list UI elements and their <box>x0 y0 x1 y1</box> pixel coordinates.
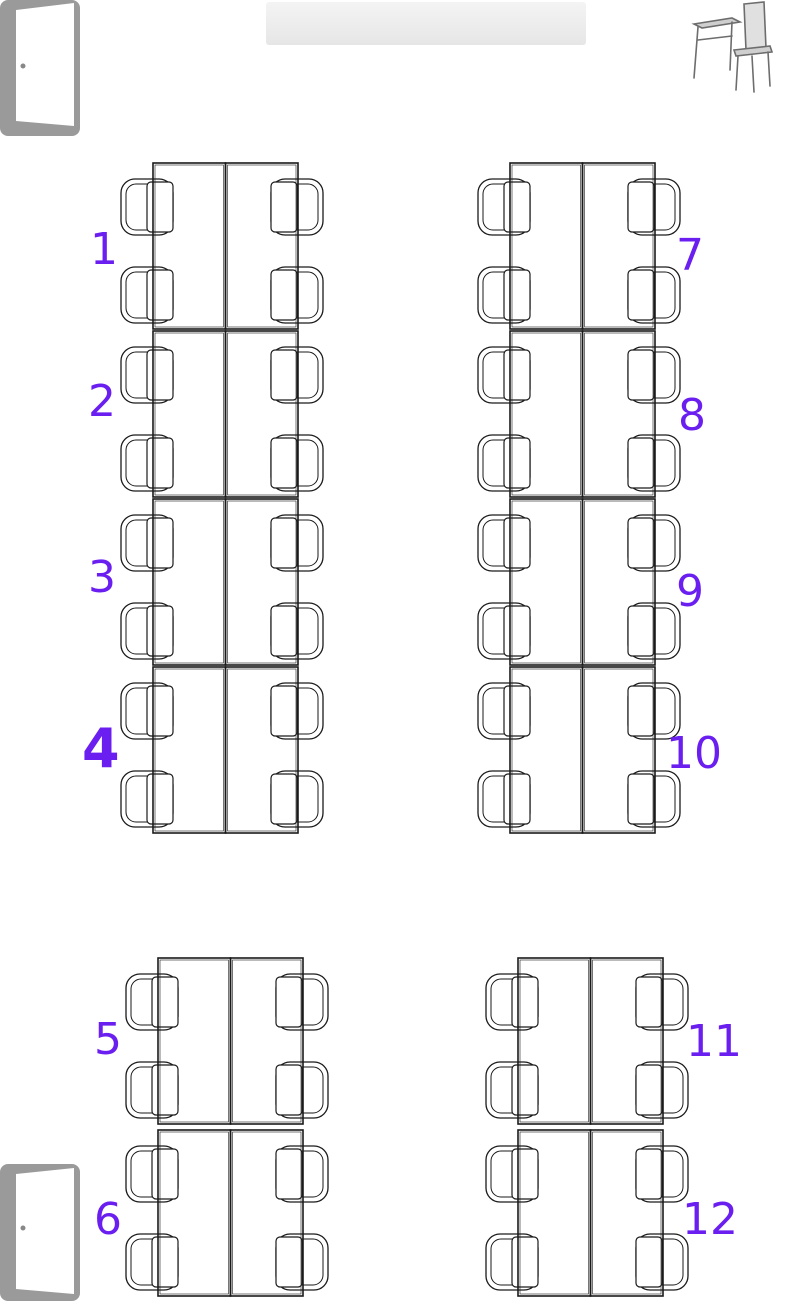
chair-seat <box>270 605 298 657</box>
desk-icon <box>224 162 299 330</box>
group-label-11: 11 <box>686 1016 742 1067</box>
desk-icon <box>224 498 299 666</box>
chair-seat <box>635 1148 663 1200</box>
door-icon <box>0 0 80 136</box>
desk-icon <box>229 957 304 1125</box>
desk-outline <box>584 668 654 832</box>
group-label-1: 1 <box>90 224 118 275</box>
desk-icon <box>517 957 592 1125</box>
desk-icon <box>589 957 664 1125</box>
chair-seat <box>627 605 655 657</box>
chair-seat <box>627 349 655 401</box>
chair-seat <box>627 517 655 569</box>
group-label-7: 7 <box>676 230 704 281</box>
desk-outline <box>154 164 224 328</box>
desk-outline <box>154 668 224 832</box>
desk-icon <box>224 330 299 498</box>
chair-seat <box>627 269 655 321</box>
desk-outline <box>592 1131 662 1295</box>
chair-seat <box>270 685 298 737</box>
desk-outline <box>511 500 581 664</box>
desk-outline <box>232 1131 302 1295</box>
desk-icon <box>581 330 656 498</box>
desk-icon <box>589 1129 664 1297</box>
chair-seat <box>270 437 298 489</box>
group-label-2: 2 <box>88 376 116 427</box>
desk-outline <box>159 959 229 1123</box>
group-label-9: 9 <box>676 566 704 617</box>
desk-icon <box>157 957 232 1125</box>
desk-outline <box>592 959 662 1123</box>
chair-seat <box>275 976 303 1028</box>
chair-seat <box>270 517 298 569</box>
desk-icon <box>157 1129 232 1297</box>
chair-seat <box>275 1064 303 1116</box>
desk-icon <box>509 330 584 498</box>
desk-outline <box>519 1131 589 1295</box>
desk-outline <box>511 332 581 496</box>
desk-icon <box>152 330 227 498</box>
desk-outline <box>227 332 297 496</box>
desk-outline <box>232 959 302 1123</box>
chair-seat <box>635 1064 663 1116</box>
desk-icon <box>509 162 584 330</box>
desk-outline <box>154 500 224 664</box>
group-label-10: 10 <box>666 728 722 779</box>
group-label-5: 5 <box>94 1014 122 1065</box>
desk-icon <box>509 666 584 834</box>
chair-seat <box>627 773 655 825</box>
chair-seat <box>270 773 298 825</box>
desk-outline <box>584 164 654 328</box>
chair-seat <box>635 1236 663 1288</box>
door-icon <box>0 1164 80 1301</box>
group-label-4: 4 <box>82 717 120 780</box>
chair-seat <box>270 181 298 233</box>
desk-outline <box>584 500 654 664</box>
desk-outline <box>154 332 224 496</box>
group-label-3: 3 <box>88 552 116 603</box>
desk-icon <box>229 1129 304 1297</box>
desk-icon <box>581 666 656 834</box>
chair-seat <box>275 1236 303 1288</box>
desk-icon <box>224 666 299 834</box>
desk-outline <box>227 164 297 328</box>
title-bar <box>266 2 586 45</box>
group-label-12: 12 <box>682 1194 738 1245</box>
group-label-8: 8 <box>678 390 706 441</box>
desk-icon <box>152 666 227 834</box>
chair-seat <box>635 976 663 1028</box>
desk-outline <box>159 1131 229 1295</box>
desk-outline <box>227 500 297 664</box>
desk-outline <box>584 332 654 496</box>
desk-icon <box>581 498 656 666</box>
chair-seat <box>627 685 655 737</box>
chair-seat <box>275 1148 303 1200</box>
desk-outline <box>519 959 589 1123</box>
chair-seat <box>270 349 298 401</box>
desk-icon <box>581 162 656 330</box>
desk-outline <box>511 164 581 328</box>
group-label-6: 6 <box>94 1194 122 1245</box>
desk-icon <box>509 498 584 666</box>
chair-seat <box>627 437 655 489</box>
desk-icon <box>152 498 227 666</box>
desk-outline <box>511 668 581 832</box>
desk-outline <box>227 668 297 832</box>
chair-seat <box>270 269 298 321</box>
desk-icon <box>517 1129 592 1297</box>
teacher-desk-icon <box>691 1 774 93</box>
chair-seat <box>627 181 655 233</box>
desk-icon <box>152 162 227 330</box>
